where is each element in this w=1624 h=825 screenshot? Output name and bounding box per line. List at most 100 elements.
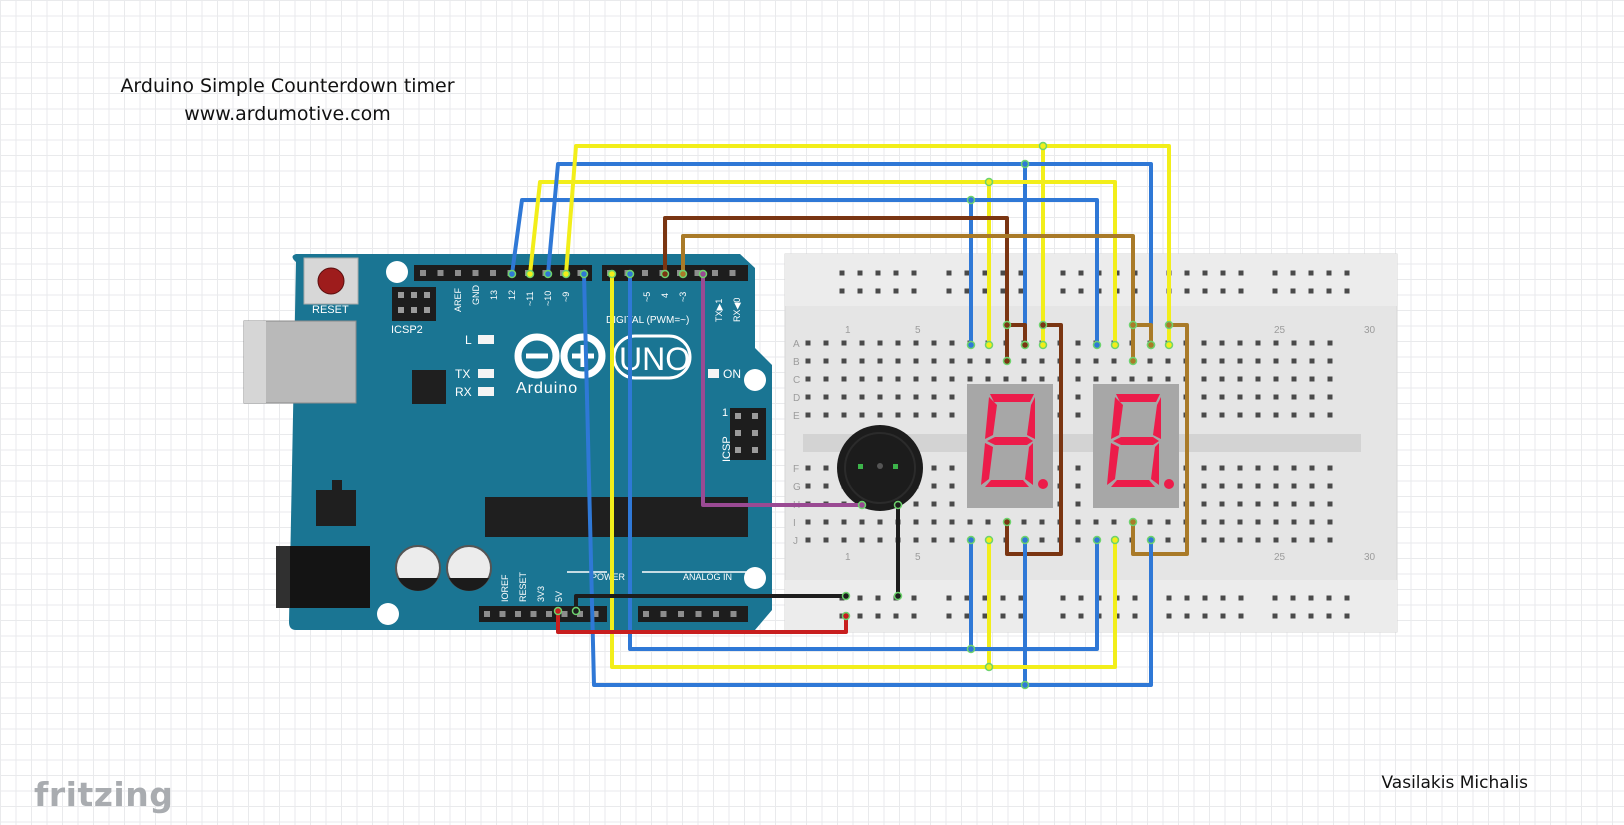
wire-endpoint [1038, 340, 1048, 350]
breadboard-hole [1219, 537, 1225, 543]
breadboard-hole [823, 465, 829, 471]
power-rail-hole [875, 613, 881, 619]
title-line-website: www.ardumotive.com [184, 103, 391, 125]
power-rail-hole [1272, 270, 1278, 276]
author-name: Vasilakis Michalis [1381, 773, 1528, 793]
breadboard-hole [1273, 465, 1279, 471]
breadboard-hole [1255, 519, 1261, 525]
icsp-label: ICSP [721, 436, 733, 462]
breadboard-hole [1021, 519, 1027, 525]
header-pin [642, 270, 648, 276]
power-rail-hole [857, 270, 863, 276]
breadboard-hole [1309, 394, 1315, 400]
breadboard-hole [877, 376, 883, 382]
breadboard-hole [1021, 376, 1027, 382]
pin-label-13: 13 [489, 290, 499, 300]
power-rail-hole [1290, 613, 1296, 619]
led-tx [478, 369, 494, 378]
display-segments [1107, 394, 1174, 489]
breadboard-hole [1291, 376, 1297, 382]
power-rail-hole [1184, 613, 1190, 619]
breadboard-hole [1219, 340, 1225, 346]
breadboard-hole [1255, 483, 1261, 489]
breadboard-hole [1021, 358, 1027, 364]
wire-endpoint [893, 500, 903, 510]
wire-endpoint [1020, 535, 1030, 545]
breadboard-hole [967, 358, 973, 364]
breadboard-hole [1237, 465, 1243, 471]
wire-endpoint [966, 535, 976, 545]
breadboard-hole [931, 501, 937, 507]
breadboard-hole [1201, 465, 1207, 471]
row-label-c: C [793, 375, 800, 386]
col-label: 1 [845, 325, 851, 336]
breadboard-hole [1327, 358, 1333, 364]
power-rail-hole [1060, 595, 1066, 601]
digital-header-right [602, 265, 748, 281]
breadboard-hole [913, 394, 919, 400]
analog-label: ANALOG IN [683, 572, 732, 582]
power-rail-hole [1000, 613, 1006, 619]
power-rail-hole [1344, 270, 1350, 276]
breadboard-hole [913, 501, 919, 507]
breadboard-hole [1255, 358, 1261, 364]
wire-endpoint [893, 591, 903, 601]
power-rail-hole [875, 270, 881, 276]
power-rail-hole [1308, 595, 1314, 601]
power-rail-hole [1308, 270, 1314, 276]
breadboard-column-labels-top: 1 5 25 30 [845, 325, 1376, 336]
breadboard-hole [1147, 376, 1153, 382]
fritzing-logo: fritzing [34, 775, 174, 814]
power-rail-hole [1060, 613, 1066, 619]
breadboard-hole [1165, 358, 1171, 364]
breadboard-hole [841, 358, 847, 364]
breadboard-hole [1201, 537, 1207, 543]
seven-segment-display-left [967, 384, 1053, 508]
breadboard-hole [1255, 376, 1261, 382]
breadboard-hole [841, 412, 847, 418]
wire-endpoint [857, 500, 867, 510]
breadboard-hole [1327, 501, 1333, 507]
breadboard-hole [949, 412, 955, 418]
wire-endpoint [984, 535, 994, 545]
led-on-label: ON [723, 367, 741, 381]
pin-label-reset: RESET [518, 571, 528, 602]
breadboard-hole [1327, 376, 1333, 382]
breadboard-hole [949, 358, 955, 364]
arduino-infinity-logo [514, 333, 606, 379]
breadboard-hole [859, 537, 865, 543]
analog-header [638, 606, 748, 622]
wire-brown [1005, 323, 1027, 347]
led-l-label: L [465, 333, 472, 347]
breadboard-hole [1219, 394, 1225, 400]
wire-endpoint [1020, 159, 1030, 169]
power-rail-hole [1166, 595, 1172, 601]
breadboard-hole [1111, 519, 1117, 525]
breadboard-hole [913, 412, 919, 418]
row-label-i: I [793, 518, 796, 529]
breadboard-hole [1291, 501, 1297, 507]
power-rail-hole [893, 270, 899, 276]
power-rail-hole [1018, 270, 1024, 276]
breadboard-hole [1039, 376, 1045, 382]
breadboard-hole [1273, 340, 1279, 346]
header-pin [515, 611, 521, 617]
power-rail-hole [1308, 613, 1314, 619]
power-rail-hole [1326, 270, 1332, 276]
wire-endpoint [841, 591, 851, 601]
breadboard-hole [1291, 519, 1297, 525]
breadboard-hole [1075, 340, 1081, 346]
breadboard-hole [931, 519, 937, 525]
header-pin [530, 611, 537, 617]
breadboard-hole [841, 394, 847, 400]
power-rail-hole [1078, 595, 1084, 601]
breadboard-hole [1165, 376, 1171, 382]
breadboard-hole [1003, 376, 1009, 382]
breadboard-hole [1291, 358, 1297, 364]
power-rail-hole [946, 613, 952, 619]
power-rail-hole [1272, 288, 1278, 294]
breadboard-hole [913, 358, 919, 364]
breadboard-hole [1291, 412, 1297, 418]
breadboard-hole [1237, 483, 1243, 489]
breadboard-hole [823, 519, 829, 525]
